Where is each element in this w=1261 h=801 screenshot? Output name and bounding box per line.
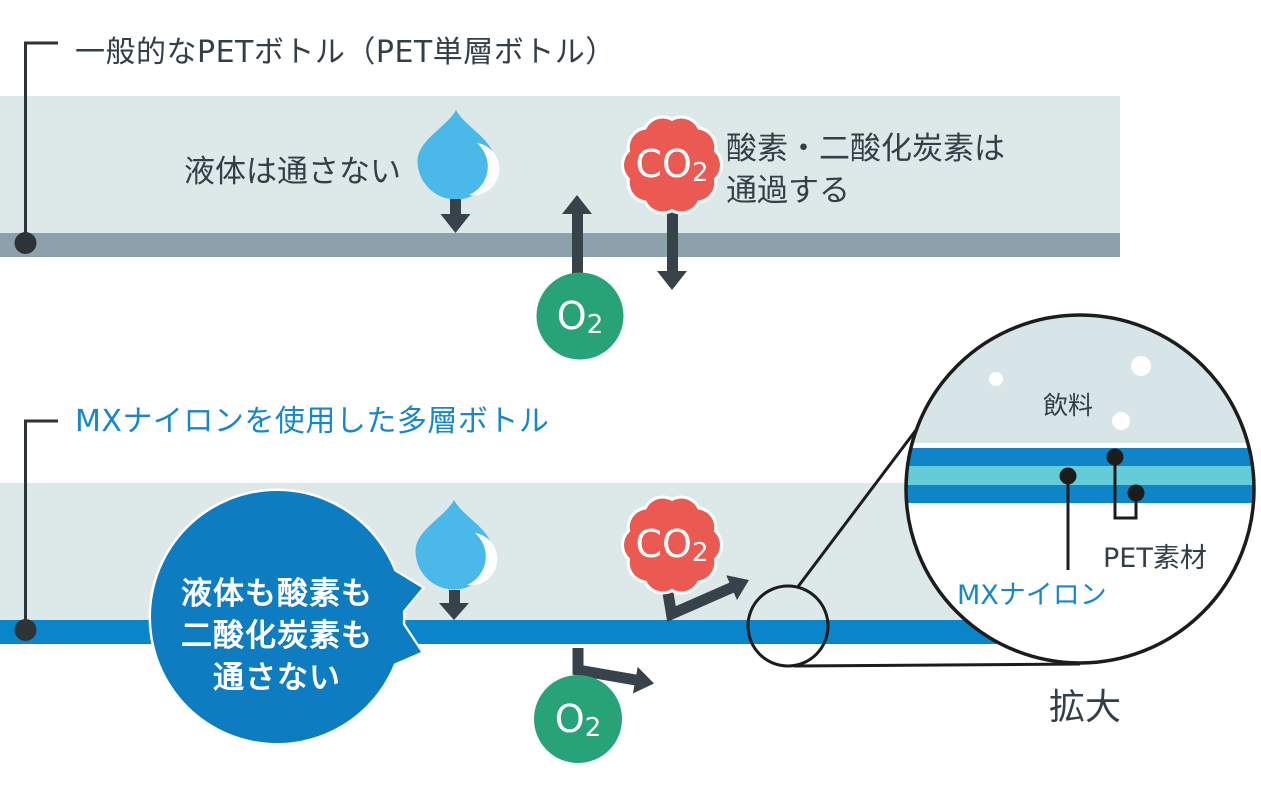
co2-bottom-sub: 2 bbox=[691, 538, 709, 568]
beverage-area bbox=[906, 315, 1254, 443]
bubble-line3: 通さない bbox=[213, 660, 341, 696]
o2-circle-top bbox=[536, 272, 624, 360]
down-arrow-bottom bbox=[439, 590, 469, 620]
pet-band bbox=[0, 96, 1120, 233]
gas-pass-label-line2: 通過する bbox=[726, 173, 850, 209]
o2-badge-bottom: O2 bbox=[518, 697, 638, 743]
barrier-bubble-text: 液体も酸素も 二酸化炭素も 通さない bbox=[152, 573, 402, 699]
magnifier-small-circle bbox=[746, 584, 830, 668]
title-connector-bottom bbox=[14, 419, 58, 641]
mx-nylon-layer bbox=[906, 466, 1254, 485]
o2-badge-top: O2 bbox=[520, 294, 640, 340]
o2-circle-bottom bbox=[534, 675, 622, 763]
co2-top-main: CO bbox=[635, 142, 692, 186]
bubble-line1: 液体も酸素も bbox=[181, 576, 373, 612]
mx-pointer bbox=[1059, 467, 1077, 570]
magnifier-big-circle bbox=[904, 313, 1256, 665]
zoom-label: 拡大 bbox=[1048, 687, 1121, 728]
bubble-line2: 二酸化炭素も bbox=[181, 618, 373, 654]
bubble-dots bbox=[989, 356, 1151, 430]
mx-nylon-label: MXナイロン bbox=[957, 580, 1107, 611]
o2-up-arrow bbox=[562, 195, 592, 284]
co2-bottom-main: CO bbox=[635, 522, 692, 566]
o2-bottom-sub: 2 bbox=[584, 713, 602, 743]
o2-top-main: O bbox=[556, 294, 587, 338]
co2-badge-bottom: CO2 bbox=[604, 522, 740, 568]
co2-down-arrow bbox=[657, 210, 687, 290]
o2-bottom-main: O bbox=[554, 697, 585, 741]
beverage-label: 飲料 bbox=[1042, 391, 1093, 420]
pet-layer-bottom bbox=[906, 485, 1254, 503]
pet-material-label: PET素材 bbox=[1103, 543, 1207, 574]
o2-bounce-arrow bbox=[572, 648, 654, 694]
magnifier-tangent-lines bbox=[793, 429, 1081, 668]
title-connector-top bbox=[14, 41, 58, 254]
co2-badge-top: CO2 bbox=[604, 142, 740, 188]
liquid-label: 液体は通さない bbox=[184, 154, 401, 190]
pet-layer-bar bbox=[0, 233, 1120, 257]
speech-bubble bbox=[148, 488, 426, 746]
co2-bounce-arrow bbox=[662, 575, 749, 622]
pet-layer-top bbox=[906, 448, 1254, 466]
gas-pass-label: 酸素・二酸化炭素は 通過する bbox=[726, 128, 1005, 212]
pet-pointer bbox=[1106, 448, 1145, 520]
down-arrow-top bbox=[440, 199, 471, 233]
gas-pass-label-line1: 酸素・二酸化炭素は bbox=[726, 131, 1005, 167]
pet-bottle-title: 一般的なPETボトル（PET単層ボトル） bbox=[75, 35, 616, 70]
o2-top-sub: 2 bbox=[586, 310, 604, 340]
mx-bottle-title: MXナイロンを使用した多層ボトル bbox=[75, 404, 550, 439]
co2-top-sub: 2 bbox=[691, 158, 709, 188]
